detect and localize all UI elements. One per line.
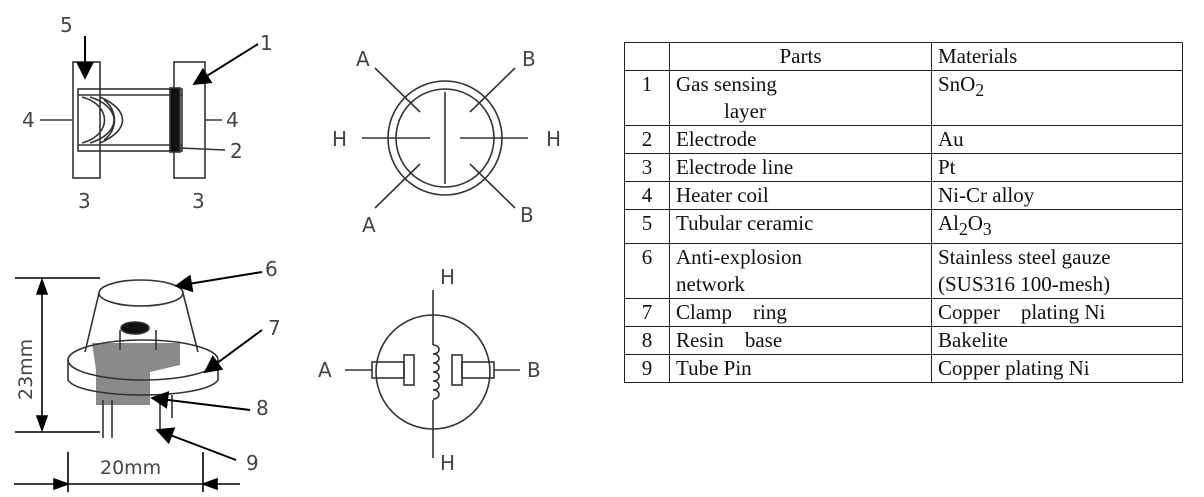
pin-label-b-bottom: B [520,203,534,227]
callout-1: 1 [260,31,273,55]
header-number [624,42,670,71]
material-name-b: O [967,211,983,235]
callout-8: 8 [256,396,269,420]
callout-6: 6 [265,257,278,281]
part-cell: Gas sensing layer [669,70,932,126]
table-row: 9 Tube Pin Copper plating Ni [624,354,1183,384]
row-number: 5 [624,208,670,245]
body-callout-arrows [150,271,263,461]
material-cell: Pt [931,153,1183,182]
header-materials: Materials [931,42,1183,71]
material-cell: Stainless steel gauze (SUS316 100-mesh) [931,243,1183,300]
callout-5: 5 [60,13,73,37]
schematic-h-bottom: H [440,451,455,475]
part-cell: Tubular ceramic [669,208,932,245]
callout-7: 7 [268,316,281,340]
pin-label-h-right: H [546,127,561,151]
schematic-symbol [345,290,520,458]
part-cell: Electrode [669,125,932,154]
part-name-cont: layer [724,99,766,123]
row-number: 9 [624,354,670,384]
pin-label-a-bottom: A [362,213,376,237]
material-cell: Bakelite [931,326,1183,356]
sensor-body-drawing [67,279,219,438]
pin-label-h-left: H [332,127,347,151]
schematic-a: A [318,358,332,382]
callout-3-right: 3 [192,189,205,213]
part-cell: Anti-explosion network [669,243,932,300]
material-cell: Al2O3 [931,208,1183,245]
header-parts: Parts [669,42,932,71]
part-cell: Resin base [669,326,932,356]
row-number: 3 [624,153,670,182]
table-row: 3 Electrode line Pt [624,153,1183,182]
row-number: 7 [624,298,670,328]
callout-9: 9 [246,451,259,475]
table-header-row: Parts Materials [624,42,1183,71]
resin-base-shading [92,343,180,405]
schematic-b: B [527,358,541,382]
material-cell: Copper plating Ni [931,298,1183,328]
material-subscript: 2 [975,80,985,101]
row-number: 8 [624,326,670,356]
row-number: 4 [624,181,670,210]
pin-label-b-top: B [522,47,536,71]
heater-coil [81,96,124,144]
row-number: 1 [624,70,670,126]
width-dimension-label: 20mm [100,457,161,479]
body-dimension-lines [14,277,240,492]
schematic-h-top: H [440,265,455,289]
part-name-cont: network [676,272,745,297]
material-name: Stainless steel gauze [938,245,1111,270]
part-cell: Clamp ring [669,298,932,328]
material-cell: Au [931,125,1183,154]
pinout-top-view [362,67,528,209]
sensing-element-drawing [40,61,226,179]
part-cell: Heater coil [669,181,932,210]
sensing-callout-arrows [76,36,259,85]
callout-4-left: 4 [22,108,35,132]
callout-4-right: 4 [226,108,239,132]
part-name: Gas sensing [676,72,777,96]
row-number: 6 [624,243,670,300]
part-name: Anti-explosion [676,245,802,270]
height-dimension-label: 23mm [15,339,37,400]
table-row: 4 Heater coil Ni-Cr alloy [624,181,1183,210]
end-cap-left [72,61,101,179]
material-subscript-b: 3 [982,219,992,240]
part-cell: Electrode line [669,153,932,182]
material-cell: Ni-Cr alloy [931,181,1183,210]
callout-3-left: 3 [78,189,91,213]
table-row: 5 Tubular ceramic Al2O3 [624,208,1183,245]
table-row: 6 Anti-explosion network Stainless steel… [624,243,1183,300]
material-cell: SnO2 [931,70,1183,126]
material-name: SnO [938,72,976,96]
table-row: 1 Gas sensing layer SnO2 [624,70,1183,126]
table-row: 7 Clamp ring Copper plating Ni [624,298,1183,328]
table-row: 2 Electrode Au [624,125,1183,154]
sensor-structure-diagram: 5 1 4 4 2 3 3 A B H H A B [14,13,561,492]
part-cell: Tube Pin [669,354,932,384]
ceramic-tube [77,88,183,152]
pin-label-a-top: A [356,47,370,71]
parts-materials-table: Parts Materials 1 Gas sensing layer SnO2… [624,42,1183,384]
electrode-band [169,87,181,153]
table-row: 8 Resin base Bakelite [624,326,1183,356]
material-cell: Copper plating Ni [931,354,1183,384]
row-number: 2 [624,125,670,154]
material-name: Al [938,211,959,235]
material-subscript: 2 [959,219,968,240]
material-name-cont: (SUS316 100-mesh) [938,272,1111,297]
callout-2: 2 [230,139,243,163]
